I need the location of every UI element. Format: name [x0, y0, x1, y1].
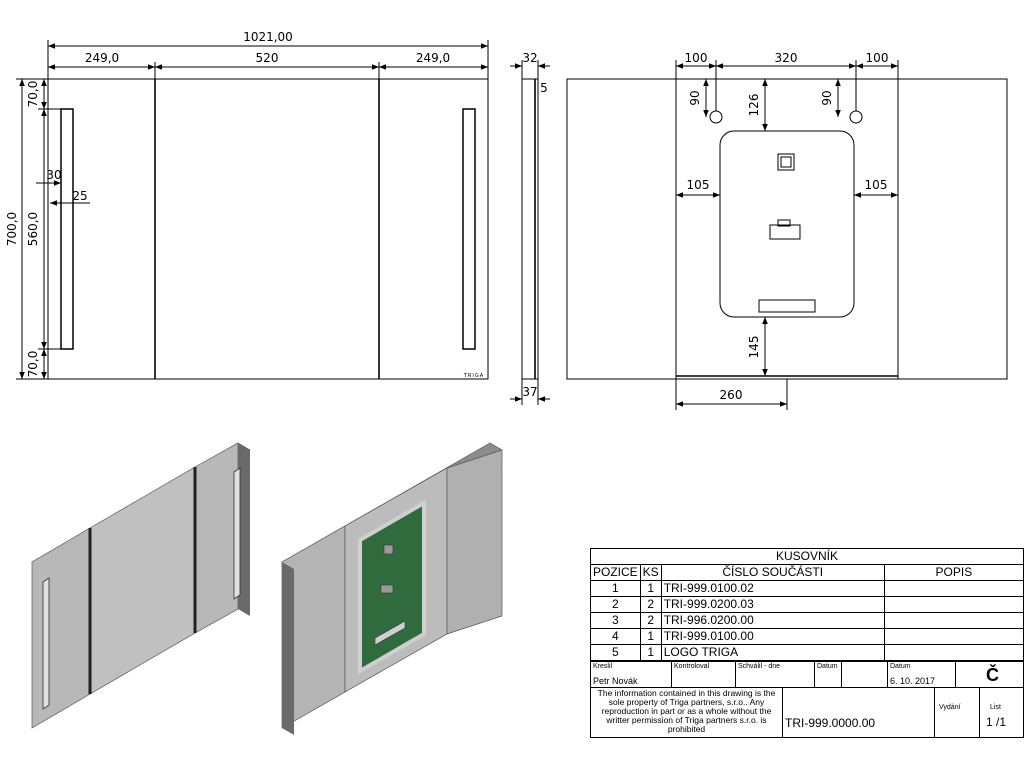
dim-led-offset: 30 [46, 168, 61, 182]
approved-label: Schválil - dne [738, 663, 781, 670]
dim-depth-bottom: 37 [522, 385, 537, 399]
cell-part: LOGO TRIGA [660, 644, 885, 661]
recess-shelf [758, 299, 816, 313]
cell-part: TRI-999.0100.00 [660, 628, 885, 645]
dim-hole-spacing: 320 [775, 51, 798, 65]
dim-left-door: 249,0 [85, 51, 119, 65]
dim-right-door: 249,0 [416, 51, 450, 65]
front-cabinet-outline [47, 78, 489, 380]
iso-rear-view [281, 442, 503, 735]
sheet-value: 1 /1 [986, 715, 1007, 729]
iso-door-center [89, 466, 196, 695]
dim-led-width: 25 [72, 189, 87, 203]
cell-pos: 3 [590, 612, 641, 629]
signature-block: Kreslil Petr Novák Kontroloval Schválil … [590, 661, 1024, 738]
header-position: POZICE [590, 564, 641, 581]
table-row: 2 2 TRI-999.0200.03 [590, 596, 1024, 613]
dim-recess-side-left: 105 [687, 178, 710, 192]
dim-depth-top: 32 [522, 51, 537, 65]
cell-part: TRI-996.0200.00 [660, 612, 885, 629]
approved-cell: Schválil - dne [735, 661, 815, 688]
side-view: 32 5 37 [510, 51, 550, 405]
cell-pos: 4 [590, 628, 641, 645]
checked-label: Kontroloval [674, 663, 710, 670]
cell-desc [883, 612, 1024, 629]
drawn-cell: Kreslil Petr Novák [590, 661, 672, 688]
cell-pos: 1 [590, 580, 641, 597]
date-value: 6. 10. 2017 [890, 676, 936, 686]
dim-hole-left: 100 [685, 51, 708, 65]
notice-text: The information contained in this drawin… [597, 688, 776, 734]
dim-total-height: 700,0 [5, 212, 19, 246]
dim-bottom-margin: 70,0 [26, 351, 40, 378]
cell-qty: 1 [639, 628, 662, 645]
issue-label: Vydání [939, 704, 961, 711]
recess-socket [777, 153, 795, 171]
rear-recess [719, 130, 855, 318]
sheet-cell: List 1 /1 [979, 687, 1024, 738]
cell-desc [883, 628, 1024, 645]
title-block: KUSOVNÍK POZICE KS ČÍSLO SOUČÁSTI POPIS … [590, 548, 1024, 738]
led-strip-left [60, 108, 74, 350]
table-row: 1 1 TRI-999.0100.02 [590, 580, 1024, 597]
parts-list: KUSOVNÍK POZICE KS ČÍSLO SOUČÁSTI POPIS … [590, 548, 1024, 661]
dim-hole-drop-right: 90 [820, 90, 834, 105]
table-row: 4 1 TRI-999.0100.00 [590, 628, 1024, 645]
drawing-number: TRI-999.0000.00 [785, 716, 876, 730]
rear-view: 100 320 100 90 90 126 105 105 145 260 [566, 51, 1008, 410]
led-strip-right [462, 108, 476, 350]
table-row: 3 2 TRI-996.0200.00 [590, 612, 1024, 629]
dim-glass: 5 [540, 81, 548, 95]
header-qty: KS [639, 564, 662, 581]
header-part-number: ČÍSLO SOUČÁSTI [660, 564, 885, 581]
dim-center-door: 520 [256, 51, 279, 65]
cell-qty: 2 [639, 612, 662, 629]
drawing-number-cell: TRI-999.0000.00 [782, 687, 935, 738]
language-cell: Č [955, 661, 1024, 688]
cell-qty: 1 [639, 644, 662, 661]
cell-part: TRI-999.0200.03 [660, 596, 885, 613]
iso-door-right [194, 442, 239, 634]
issue-cell: Vydání [934, 687, 980, 738]
cell-desc [883, 644, 1024, 661]
iso-door-left [31, 527, 91, 729]
recess-switch [769, 224, 801, 240]
dim-recess-side-right: 105 [865, 178, 888, 192]
drawn-label: Kreslil [593, 663, 613, 670]
date-cell-1: Datum [814, 661, 842, 688]
dim-led-height: 560,0 [26, 212, 40, 246]
cell-part: TRI-999.0100.02 [660, 580, 885, 597]
table-row: 5 1 LOGO TRIGA [590, 644, 1024, 661]
cell-qty: 2 [639, 596, 662, 613]
dim-top-margin: 70,0 [26, 81, 40, 108]
parts-list-title: KUSOVNÍK [590, 548, 1024, 565]
dim-hole-drop-left: 90 [688, 90, 702, 105]
notice-cell: The information contained in this drawin… [590, 687, 783, 738]
spacer-cell [841, 661, 888, 688]
dim-recess-top: 126 [747, 94, 761, 117]
date-label-2: Datum [890, 663, 911, 670]
iso-front-view [31, 442, 251, 729]
dim-recess-offset: 260 [720, 388, 743, 402]
rear-cabinet-outline [566, 78, 1008, 380]
date-label-1: Datum [817, 663, 838, 670]
dim-total-width: 1021,00 [243, 30, 293, 44]
cell-pos: 5 [590, 644, 641, 661]
cell-qty: 1 [639, 580, 662, 597]
sheet-label: List [990, 704, 1001, 711]
drawn-by: Petr Novák [593, 676, 638, 686]
cell-desc [883, 596, 1024, 613]
checked-cell: Kontroloval [671, 661, 736, 688]
side-profile [521, 78, 539, 380]
cell-desc [883, 580, 1024, 597]
language-mark: Č [986, 665, 999, 685]
front-view: TRIGA 1021,00 249,0 520 249,0 700,0 70,0… [5, 30, 489, 380]
dim-recess-bottom: 145 [747, 336, 761, 359]
date-cell-2: Datum 6. 10. 2017 [887, 661, 956, 688]
header-description: POPIS [883, 564, 1024, 581]
triga-logo: TRIGA [463, 373, 484, 379]
cell-pos: 2 [590, 596, 641, 613]
dim-hole-right: 100 [866, 51, 889, 65]
